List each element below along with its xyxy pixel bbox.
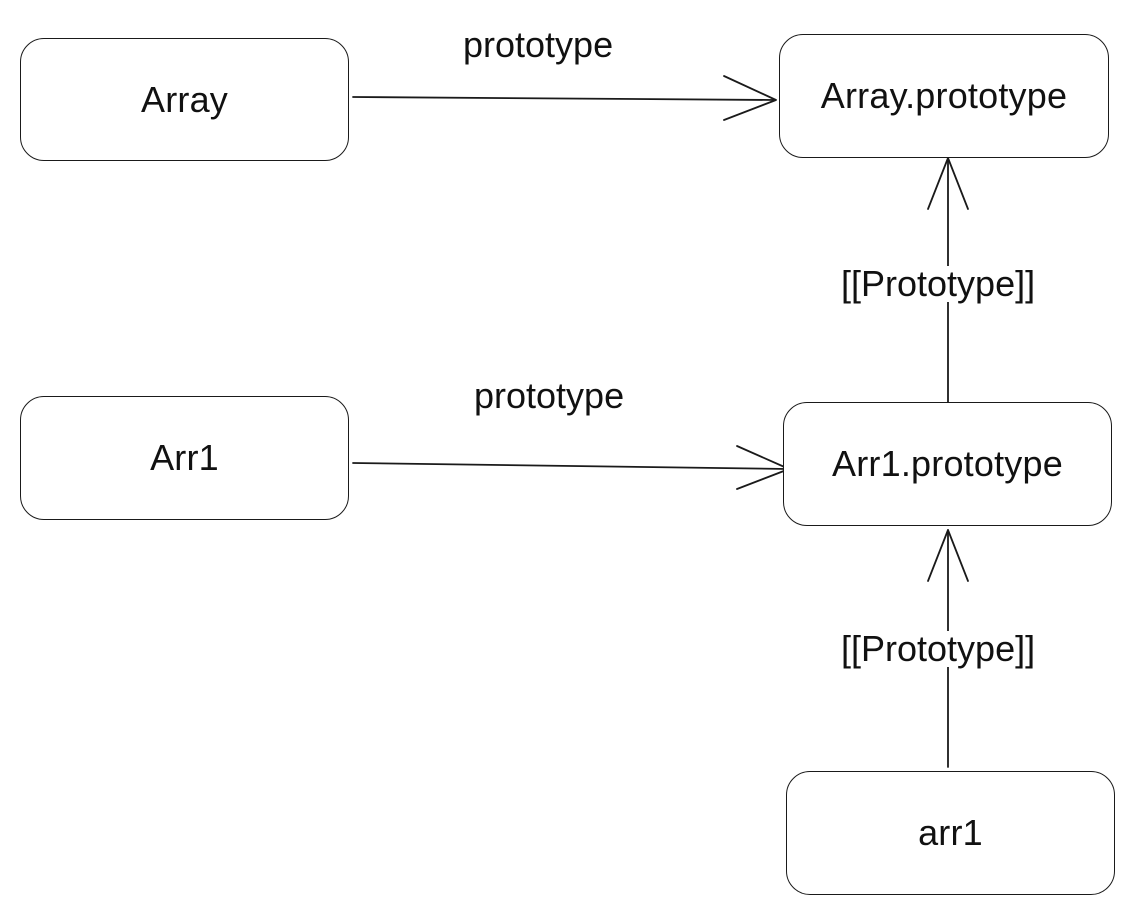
arrow-line xyxy=(352,96,776,101)
node-label: Arr1.prototype xyxy=(832,443,1063,484)
edge-label-array-prototype: prototype xyxy=(463,24,614,65)
edge-label-internal-prototype-lower: [[Prototype]] xyxy=(839,628,1038,669)
node-label: Array xyxy=(140,78,228,120)
arrowhead xyxy=(927,157,969,210)
arrowhead xyxy=(927,529,969,582)
node-label: arr1 xyxy=(918,812,983,853)
arrow-line xyxy=(352,462,789,470)
node-array: Array xyxy=(20,38,349,161)
arrowhead xyxy=(736,445,790,490)
edge-array-to-array-prototype xyxy=(352,75,777,121)
node-label: Arr1 xyxy=(150,437,219,478)
node-arr1: Arr1 xyxy=(20,396,349,520)
edge-arr1-to-arr1-prototype xyxy=(352,445,790,490)
node-arr1-prototype: Arr1.prototype xyxy=(783,402,1112,526)
node-label: Array.prototype xyxy=(820,75,1068,116)
arrowhead xyxy=(723,75,777,121)
edge-label-internal-prototype-upper: [[Prototype]] xyxy=(839,263,1038,304)
node-arr1-instance: arr1 xyxy=(786,771,1115,895)
edge-label-arr1-prototype: prototype xyxy=(474,375,625,416)
node-array-prototype: Array.prototype xyxy=(779,34,1109,158)
